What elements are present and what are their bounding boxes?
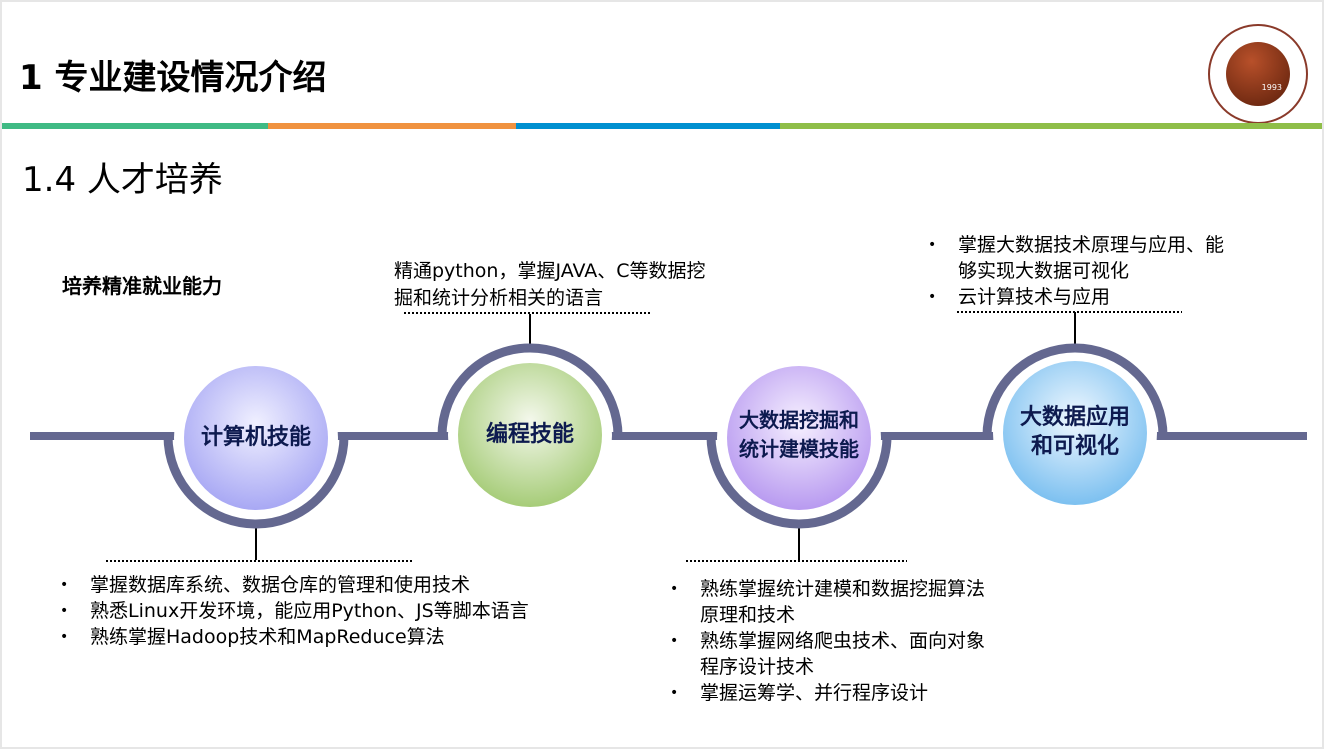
- divider-green: [2, 123, 268, 129]
- university-logo: 1993: [1208, 24, 1308, 124]
- node-3-list: 熟练掌握统计建模和数据挖掘算法原理和技术 熟练掌握网络爬虫技术、面向对象程序设计…: [670, 576, 990, 706]
- node-circle-3: [727, 366, 871, 510]
- section-title: 1.4 人才培养: [22, 160, 223, 200]
- arc-2: [437, 343, 623, 437]
- divider-orange: [268, 123, 516, 129]
- list-item: 熟练掌握统计建模和数据挖掘算法原理和技术: [670, 576, 990, 628]
- list-item: 掌握数据库系统、数据仓库的管理和使用技术: [60, 572, 550, 598]
- divider-blue: [516, 123, 780, 129]
- goal-heading: 培养精准就业能力: [62, 274, 222, 298]
- node-label-1: 计算机技能: [200, 425, 311, 450]
- list-item: 掌握大数据技术原理与应用、能够实现大数据可视化: [928, 232, 1238, 284]
- arc-1: [163, 435, 349, 529]
- slide-title: 1 专业建设情况介绍: [19, 58, 327, 98]
- list-item: 熟悉Linux开发环境，能应用Python、JS等脚本语言: [60, 598, 550, 624]
- arc-4: [982, 343, 1168, 437]
- divider-lime: [780, 123, 1322, 129]
- node-label-4: 大数据应用和可视化: [1019, 405, 1130, 459]
- list-item: 熟练掌握Hadoop技术和MapReduce算法: [60, 624, 550, 650]
- node-label-2: 编程技能: [485, 422, 574, 447]
- node-label-3: 大数据挖掘和统计建模技能: [739, 408, 859, 461]
- node-2-description: 精通python，掌握JAVA、C等数据挖掘和统计分析相关的语言: [394, 260, 706, 309]
- list-item: 掌握运筹学、并行程序设计: [670, 680, 990, 706]
- node-circle-4: [1003, 361, 1147, 505]
- node-circle-1: [184, 366, 328, 510]
- node-circle-2: [458, 363, 602, 507]
- list-item: 熟练掌握网络爬虫技术、面向对象程序设计技术: [670, 628, 990, 680]
- logo-year: 1993: [1226, 42, 1290, 106]
- arc-3: [706, 435, 892, 529]
- node-1-list: 掌握数据库系统、数据仓库的管理和使用技术 熟悉Linux开发环境，能应用Pyth…: [60, 572, 550, 650]
- list-item: 云计算技术与应用: [928, 284, 1238, 310]
- node-4-list: 掌握大数据技术原理与应用、能够实现大数据可视化 云计算技术与应用: [928, 232, 1238, 310]
